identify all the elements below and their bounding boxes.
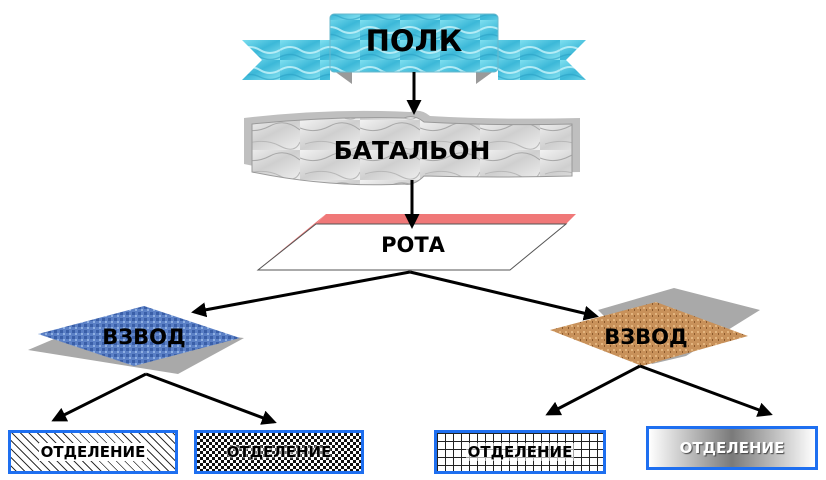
platoon-right-diamond [550, 288, 760, 366]
regiment-banner [242, 13, 586, 84]
squad-box-4: ОТДЕЛЕНИЕ [646, 426, 818, 470]
squad-box-2: ОТДЕЛЕНИЕ [194, 430, 364, 474]
arrow-company-platoon-left [191, 270, 411, 318]
company-label: РОТА [381, 233, 445, 257]
battalion-scroll [244, 110, 580, 186]
arrow-platoon-left-squad-2 [145, 372, 277, 425]
squad-label-4: ОТДЕЛЕНИЕ [679, 439, 785, 457]
platoon-left-diamond [28, 306, 244, 374]
squad-label-2: ОТДЕЛЕНИЕ [226, 443, 332, 461]
connectors [51, 72, 773, 425]
arrow-company-platoon-right [409, 270, 599, 321]
arrow-platoon-left-squad-1 [51, 372, 147, 422]
platoon-right-label: ВЗВОД [604, 325, 688, 349]
regiment-label: ПОЛК [365, 24, 463, 58]
platoon-left-label: ВЗВОД [102, 325, 186, 349]
company-parallelogram [256, 214, 576, 271]
squad-box-1: ОТДЕЛЕНИЕ [8, 430, 178, 474]
arrow-platoon-right-squad-3 [545, 364, 641, 416]
battalion-label: БАТАЛЬОН [333, 136, 491, 165]
arrow-platoon-right-squad-4 [639, 364, 773, 417]
squad-label-1: ОТДЕЛЕНИЕ [38, 443, 148, 461]
squad-label-3: ОТДЕЛЕНИЕ [465, 443, 575, 461]
squad-box-3: ОТДЕЛЕНИЕ [434, 430, 606, 474]
